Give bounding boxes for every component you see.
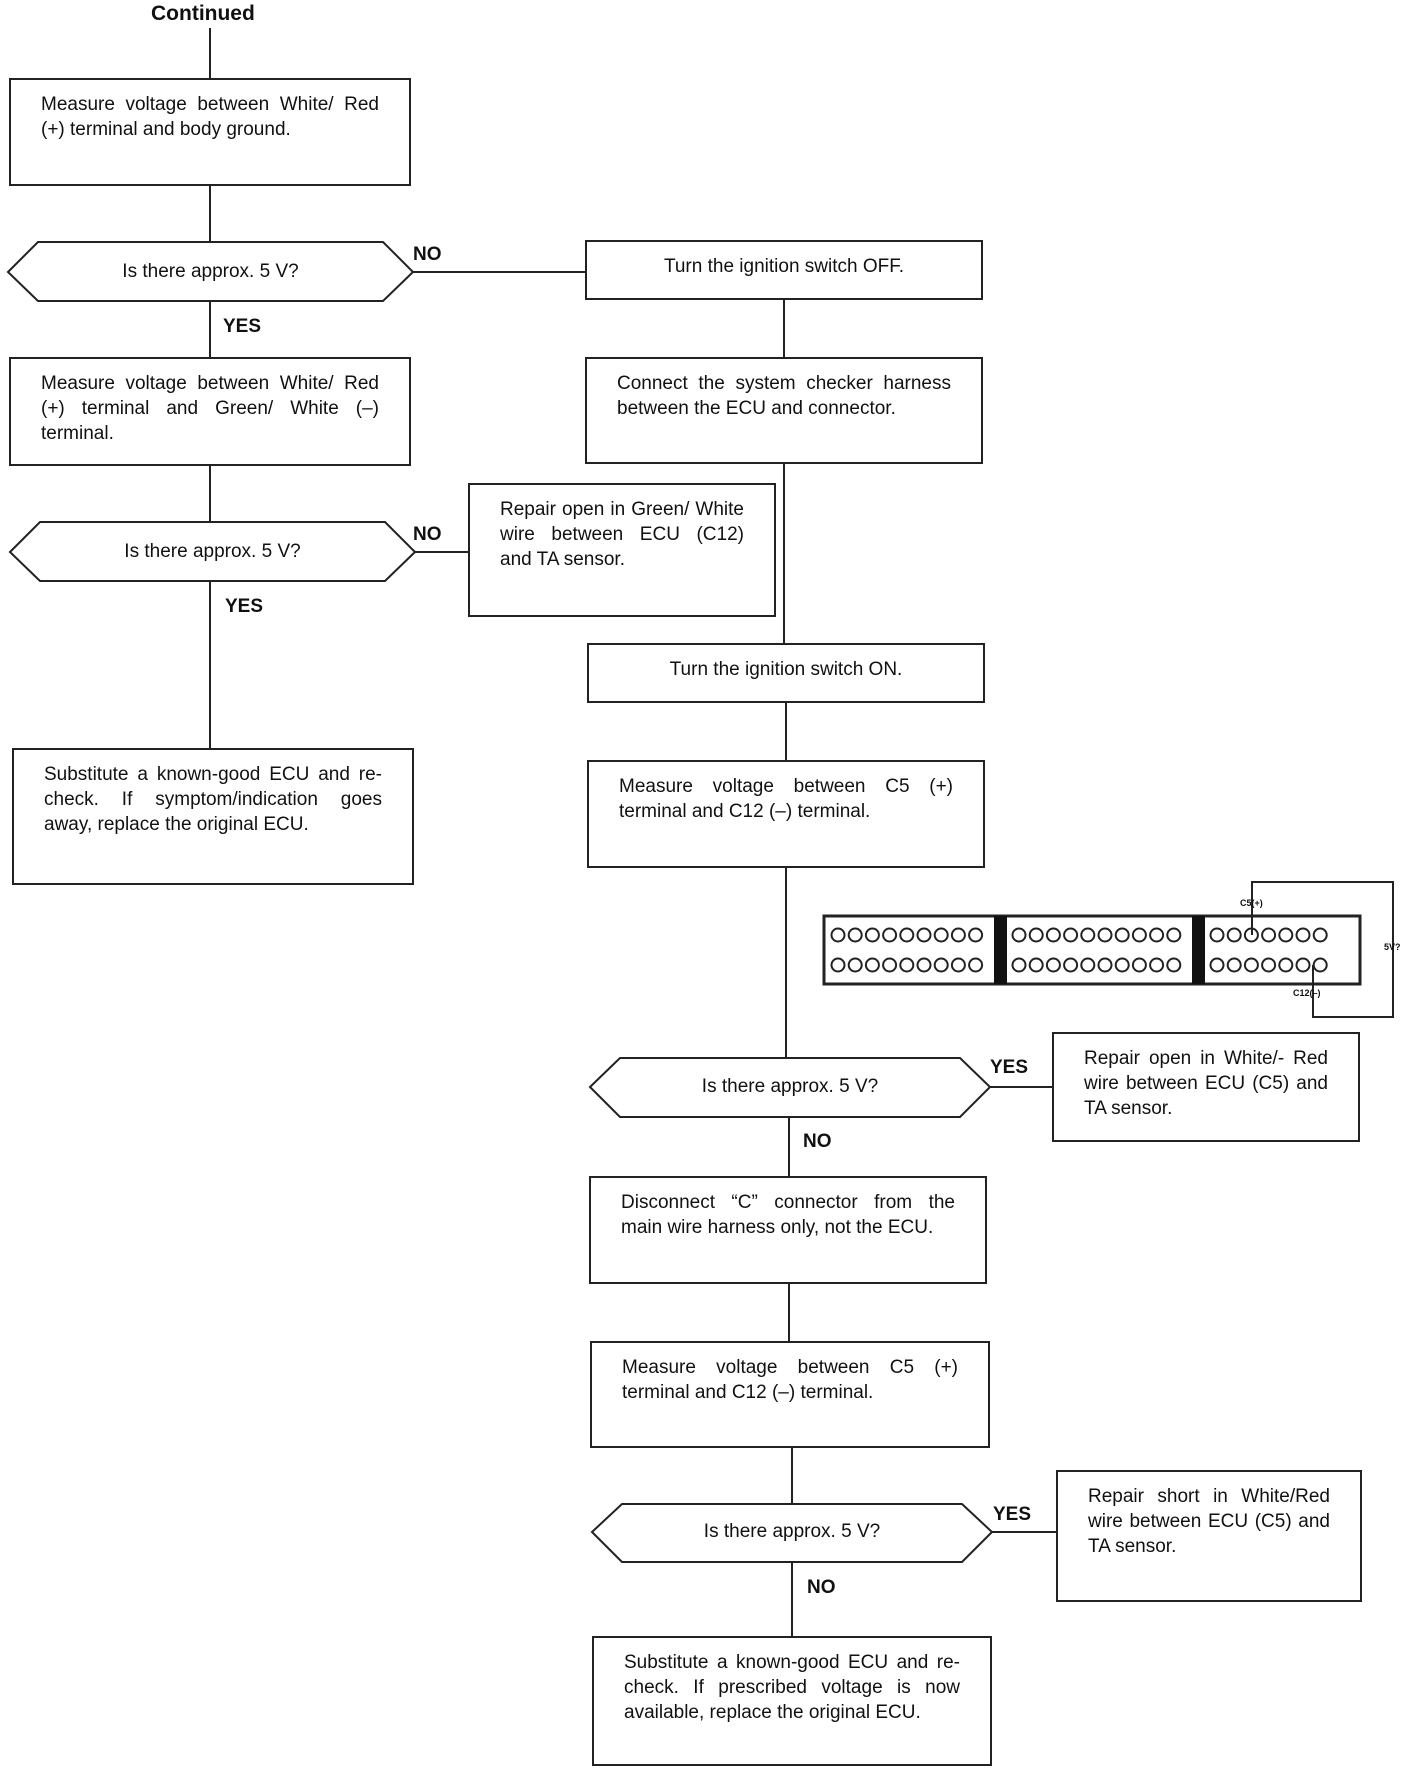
connector-pin — [847, 927, 863, 943]
decision-shapes — [6, 241, 994, 1563]
connector-pin — [950, 927, 966, 943]
connector-pin — [968, 957, 984, 973]
decision-2 — [8, 521, 417, 582]
connector-pin — [933, 927, 949, 943]
step-measure-c5-c12-b: Measure voltage between C5 (+) terminal … — [590, 1341, 990, 1448]
connector-pin — [899, 957, 915, 973]
connector-pin — [1131, 957, 1147, 973]
label-no-2: NO — [413, 524, 442, 545]
connector-pin — [1097, 957, 1113, 973]
connector-pin — [950, 957, 966, 973]
connector-pin — [1028, 927, 1044, 943]
connector-pin — [1261, 927, 1277, 943]
connector-pin — [1114, 957, 1130, 973]
label-yes-3: YES — [990, 1057, 1029, 1078]
ecu-connector-diagram — [822, 881, 1394, 1018]
step-measure-wr-ground: Measure voltage between White/ Red (+) t… — [9, 78, 411, 186]
decision-4-text: Is there approx. 5 V? — [703, 1521, 881, 1542]
connector-pin — [1063, 927, 1079, 943]
connector-pin — [968, 927, 984, 943]
connector-pin — [1063, 957, 1079, 973]
decision-3-text: Is there approx. 5 V? — [701, 1076, 879, 1097]
step-measure-wr-gw: Measure voltage between White/ Red (+) t… — [9, 357, 411, 466]
step-substitute-1: Substitute a known-good ECU and re-check… — [12, 748, 414, 885]
connector-pin — [1149, 927, 1165, 943]
meter-label: 5V? — [1384, 942, 1401, 952]
step-disconnect-c: Disconnect “C” connector from the main w… — [589, 1176, 987, 1284]
page-title: Continued — [151, 2, 255, 25]
pin-label-c5: C5(+) — [1240, 898, 1263, 908]
connector-pin — [1045, 957, 1061, 973]
connector-pin — [899, 927, 915, 943]
connector-pin — [882, 957, 898, 973]
connector-pin — [864, 957, 880, 973]
connector-pin — [1295, 957, 1311, 973]
connector-pin — [1278, 927, 1294, 943]
connector-pin — [1261, 957, 1277, 973]
decision-1 — [6, 241, 415, 302]
label-yes-2: YES — [225, 596, 264, 617]
decision-4 — [590, 1503, 994, 1563]
connector-pin — [916, 957, 932, 973]
connector-pin — [1312, 927, 1328, 943]
connector-pin — [1166, 927, 1182, 943]
connector-pin — [1011, 957, 1027, 973]
connector-pin — [1312, 957, 1328, 973]
step-ign-on: Turn the ignition switch ON. — [587, 643, 985, 703]
connector-pin — [830, 957, 846, 973]
step-repair-wr-open: Repair open in White/- Red wire between … — [1052, 1032, 1360, 1142]
step-repair-wr-short: Repair short in White/Red wire between E… — [1056, 1470, 1362, 1602]
decision-3 — [588, 1057, 992, 1118]
connector-pin — [1097, 927, 1113, 943]
label-no-1: NO — [413, 244, 442, 265]
connector-pin — [830, 927, 846, 943]
label-yes-1: YES — [223, 316, 262, 337]
connector-pin — [1295, 927, 1311, 943]
connector-pin — [1226, 957, 1242, 973]
connector-pin — [864, 927, 880, 943]
decision-1-text: Is there approx. 5 V? — [122, 261, 299, 282]
connector-pin — [1131, 927, 1147, 943]
connector-pin — [1209, 957, 1225, 973]
connector-pin — [1166, 957, 1182, 973]
connector-pin — [1114, 927, 1130, 943]
connector-pin — [1226, 927, 1242, 943]
connector-pin — [1045, 927, 1061, 943]
connector-pin — [847, 957, 863, 973]
connector-pin — [1011, 927, 1027, 943]
step-measure-c5-c12-a: Measure voltage between C5 (+) terminal … — [587, 760, 985, 868]
step-repair-gw: Repair open in Green/ White wire between… — [468, 483, 776, 617]
step-connect-checker: Connect the system checker harness betwe… — [585, 357, 983, 464]
connector-pin — [1080, 957, 1096, 973]
connector-pin — [1243, 957, 1259, 973]
label-no-3: NO — [803, 1131, 832, 1152]
connector-pin — [1080, 927, 1096, 943]
label-no-4: NO — [807, 1577, 836, 1598]
connector-pin — [933, 957, 949, 973]
connector-lines — [209, 28, 1056, 1636]
connector-pin — [882, 927, 898, 943]
connector-pin — [1278, 957, 1294, 973]
label-yes-4: YES — [993, 1504, 1032, 1525]
connector-pin — [1149, 957, 1165, 973]
connector-pin — [1209, 927, 1225, 943]
pin-label-c12: C12(–) — [1293, 988, 1321, 998]
decision-2-text: Is there approx. 5 V? — [124, 541, 301, 562]
step-substitute-2: Substitute a known-good ECU and re-check… — [592, 1636, 992, 1766]
connector-pin — [1028, 957, 1044, 973]
step-ign-off: Turn the ignition switch OFF. — [585, 240, 983, 300]
connector-pin — [916, 927, 932, 943]
